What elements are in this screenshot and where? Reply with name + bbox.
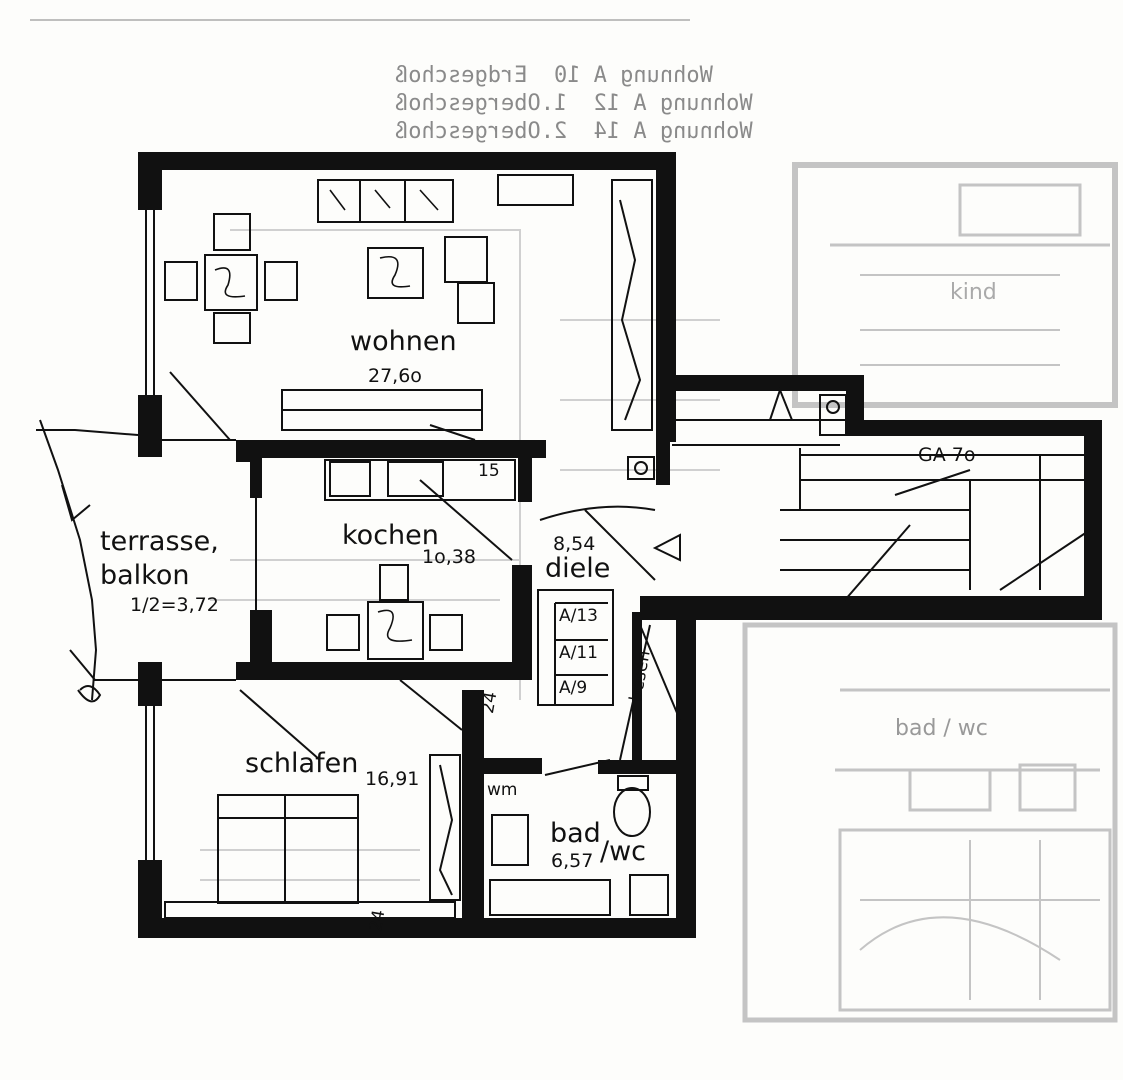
stack-label-a11: A/11: [559, 643, 598, 663]
room-label-wm: wm: [487, 780, 518, 800]
room-label-schlafen: schlafen: [245, 748, 359, 779]
room-area-diele: 8,54: [553, 533, 596, 555]
ghost-header-line-2: Wohnung A 12 1.Obergeschoß: [395, 91, 753, 116]
room-area-bad: 6,57: [551, 850, 594, 872]
dimension-24-upper: 24: [478, 690, 502, 716]
room-label-bad: bad: [550, 818, 601, 849]
room-label-terrasse: terrasse,: [100, 526, 219, 557]
room-label-wc: /wc: [600, 836, 647, 867]
ghost-floor-plan: [200, 162, 1118, 1023]
ghost-room-kind: kind: [950, 280, 997, 305]
room-area-kochen: 1o,38: [422, 546, 476, 568]
room-label-diele: diele: [545, 553, 611, 584]
room-label-kochen: kochen: [342, 520, 439, 551]
room-area-schlafen: 16,91: [365, 768, 420, 790]
ghost-header-line-1: Wohnung A 10 Erdgeschoß: [395, 63, 713, 88]
dimension-15: 15: [478, 461, 500, 481]
walls: [138, 152, 1102, 938]
room-area-terrasse: 1/2=3,72: [130, 594, 219, 616]
ghost-header-line-3: Wohnung A 14 2.Obergeschoß: [395, 119, 753, 144]
stack-label-a9: A/9: [559, 678, 588, 698]
dimension-24-lower: 24: [366, 908, 390, 934]
stack-label-a13: A/13: [559, 606, 598, 626]
room-area-wohnen: 27,6o: [368, 365, 422, 387]
room-label-balkon: balkon: [100, 560, 190, 591]
furniture-scribbles: [214, 189, 439, 642]
room-label-wohnen: wohnen: [350, 326, 457, 357]
room-label-ga: GA 7o: [918, 444, 976, 466]
ghost-room-bad: bad / wc: [895, 716, 988, 741]
thin-lines: [36, 174, 1091, 919]
